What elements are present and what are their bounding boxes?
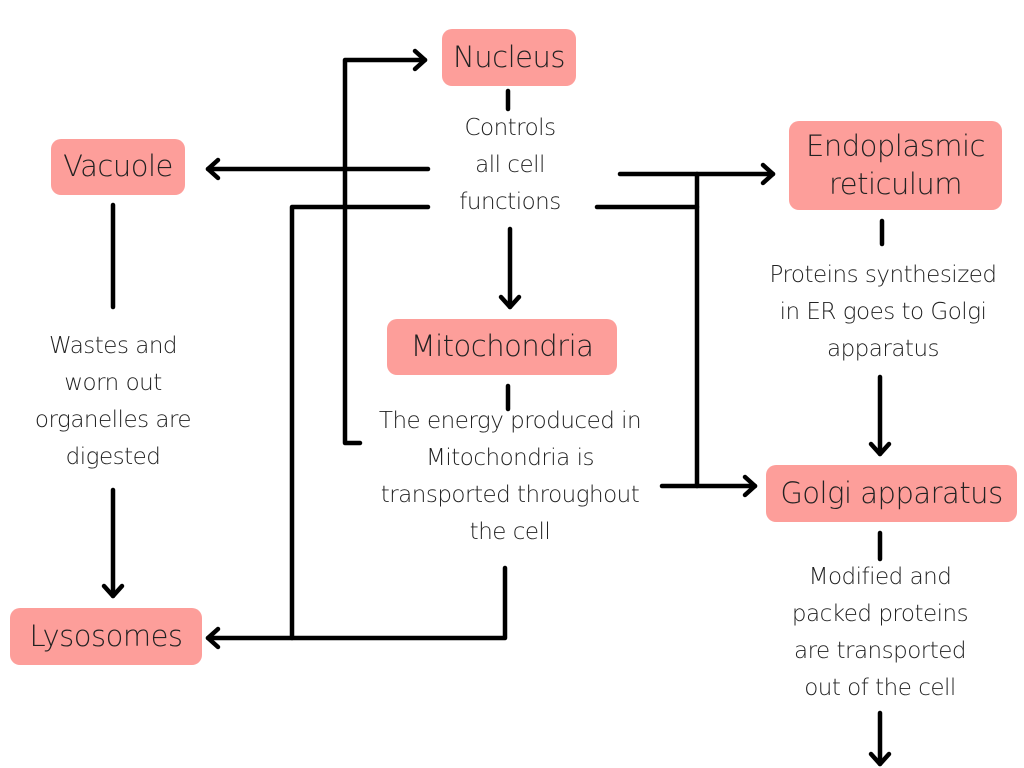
text-line: apparatus — [826, 336, 940, 362]
text-line: Controls — [464, 115, 556, 141]
vacuole-description: Wastes and worn out organelles are diges… — [34, 328, 192, 476]
text-line: out of the cell — [804, 675, 956, 701]
arrow-vacuole-to-lysosomes — [101, 487, 125, 599]
er-label-line: Endoplasmic — [806, 128, 985, 163]
text-line: worn out — [64, 370, 162, 396]
text-line: The energy produced in — [378, 408, 642, 434]
text-line: Proteins synthesized — [769, 262, 997, 288]
arrow-to-vacuole — [205, 157, 431, 181]
text-line: Wastes and — [48, 333, 178, 359]
golgi-description: Modified and packed proteins are transpo… — [791, 559, 969, 707]
text-line: in ER goes to Golgi — [779, 299, 987, 325]
arrow-er-to-golgi — [868, 374, 892, 457]
node-endoplasmic-reticulum: Endoplasmic reticulum — [789, 121, 1002, 210]
nucleus-description: Controls all cell functions — [459, 110, 561, 221]
er-description: Proteins synthesized in ER goes to Golgi… — [769, 257, 997, 368]
arrow-to-lysosomes — [205, 204, 508, 650]
text-line: functions — [459, 189, 561, 215]
arrow-to-mitochondria — [498, 226, 522, 310]
text-line: are transported — [793, 638, 967, 664]
mitochondria-description: The energy produced in Mitochondria is t… — [378, 403, 642, 551]
node-vacuole: Vacuole — [51, 139, 185, 195]
text-line: the cell — [469, 519, 551, 545]
arrow-to-golgi — [659, 474, 758, 498]
arrow-to-er — [594, 162, 776, 489]
text-line: Mitochondria is — [426, 445, 594, 471]
text-line: organelles are — [34, 407, 192, 433]
arrow-out-of-cell — [868, 710, 892, 767]
node-mitochondria: Mitochondria — [387, 319, 617, 375]
node-golgi-apparatus: Golgi apparatus — [766, 465, 1017, 522]
text-line: all cell — [475, 152, 545, 178]
node-nucleus: Nucleus — [442, 29, 576, 86]
arrow-mito-to-nucleus — [342, 48, 428, 446]
text-line: packed proteins — [791, 601, 969, 627]
er-label-line: reticulum — [828, 166, 963, 201]
text-line: digested — [65, 444, 161, 470]
node-lysosomes: Lysosomes — [10, 608, 202, 665]
text-line: transported throughout — [380, 482, 640, 508]
text-line: Modified and — [808, 564, 952, 590]
